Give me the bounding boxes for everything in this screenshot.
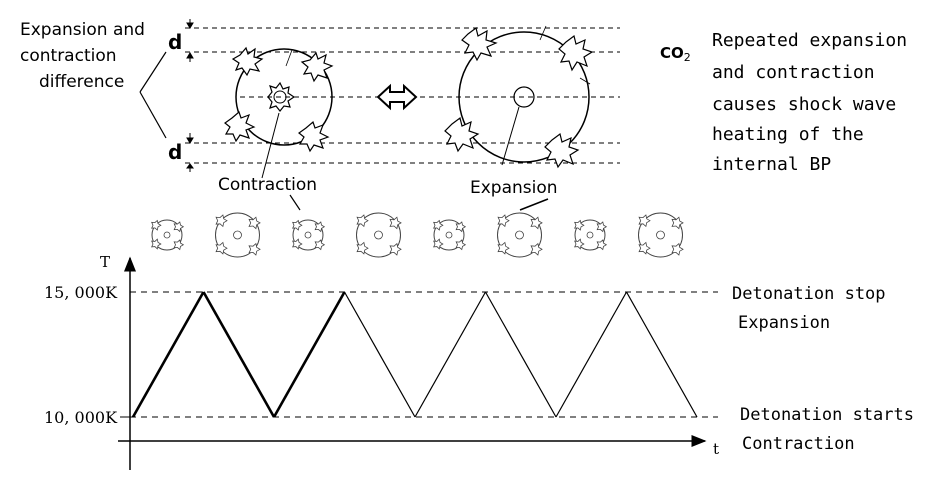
surface-burst-icon bbox=[444, 116, 480, 153]
d-arrows-bottom bbox=[186, 133, 194, 172]
row-bubble-contracted bbox=[292, 219, 326, 251]
co2-label: CO2 bbox=[660, 44, 691, 64]
co2-text: CO bbox=[660, 44, 684, 62]
d-label-bottom: d bbox=[168, 140, 183, 164]
mini-burst-icon bbox=[215, 214, 228, 228]
mini-burst-icon bbox=[671, 216, 684, 230]
series-segment bbox=[484, 291, 557, 418]
mini-burst-icon bbox=[173, 239, 185, 251]
annotation-upper-line1: Detonation stop bbox=[732, 284, 886, 304]
mini-burst-icon bbox=[248, 242, 261, 256]
series-segment bbox=[625, 291, 698, 418]
description-line5: internal BP bbox=[712, 154, 832, 175]
mini-burst-icon bbox=[433, 238, 444, 250]
co2-subscript: 2 bbox=[683, 51, 691, 64]
d-arrows-top bbox=[186, 19, 194, 62]
series-segment bbox=[131, 291, 205, 418]
mini-burst-icon bbox=[151, 238, 162, 250]
expansion-label: Expansion bbox=[470, 178, 558, 198]
contraction-label: Contraction bbox=[218, 175, 318, 195]
expansion-connector bbox=[519, 198, 549, 211]
y-tick-label-lower: 10, 000K bbox=[44, 408, 118, 427]
mini-burst-icon bbox=[389, 216, 402, 230]
mini-burst-icon bbox=[497, 241, 510, 255]
series-segment bbox=[555, 291, 628, 418]
mini-burst-icon bbox=[530, 216, 543, 230]
surface-burst-icon bbox=[224, 110, 256, 143]
row-bubble-contracted bbox=[151, 219, 185, 251]
mini-burst-icon bbox=[638, 214, 651, 228]
diff-label-line2: contraction bbox=[20, 46, 117, 66]
diff-label-line3: difference bbox=[39, 72, 125, 92]
contracted-core-burst-icon bbox=[267, 81, 296, 112]
series-segment bbox=[414, 291, 487, 418]
mini-burst-icon bbox=[248, 216, 261, 230]
diff-bracket bbox=[139, 51, 167, 139]
mini-burst-icon bbox=[314, 239, 326, 251]
double-arrow-icon bbox=[376, 83, 418, 111]
diff-label-line1: Expansion and bbox=[20, 20, 145, 40]
description-line3: causes shock wave bbox=[712, 94, 897, 115]
top-schematic bbox=[139, 19, 620, 179]
annotation-lower-line1: Detonation starts bbox=[740, 405, 914, 425]
series-segment bbox=[202, 291, 276, 418]
surface-burst-icon bbox=[558, 34, 594, 72]
expanded-bubble bbox=[444, 25, 594, 169]
series-temperature bbox=[131, 291, 698, 418]
mini-burst-icon bbox=[574, 238, 585, 250]
annotation-upper-line2: Expansion bbox=[738, 313, 831, 333]
mini-burst-icon bbox=[638, 241, 651, 255]
y-axis-label: T bbox=[100, 253, 111, 271]
mini-burst-icon bbox=[173, 221, 185, 233]
mini-burst-icon bbox=[574, 219, 585, 231]
surface-burst-icon bbox=[231, 46, 264, 77]
surface-burst-icon bbox=[298, 120, 330, 153]
temperature-chart bbox=[118, 256, 718, 470]
mini-burst-icon bbox=[596, 239, 608, 251]
d-label-top: d bbox=[168, 30, 183, 54]
row-bubble-expanded bbox=[497, 212, 543, 258]
annotation-lower-line2: Contraction bbox=[742, 434, 855, 454]
mini-burst-icon bbox=[151, 219, 162, 231]
surface-burst-icon bbox=[300, 51, 334, 83]
series-segment bbox=[343, 291, 416, 418]
mini-burst-icon bbox=[356, 241, 369, 255]
mini-burst-icon bbox=[530, 242, 543, 256]
series-segment bbox=[272, 291, 346, 418]
description-line1: Repeated expansion bbox=[712, 30, 908, 51]
row-bubble-expanded bbox=[356, 212, 402, 258]
row-bubble-contracted bbox=[574, 219, 608, 251]
mini-burst-icon bbox=[389, 242, 402, 256]
mini-burst-icon bbox=[671, 242, 684, 256]
mini-burst-icon bbox=[215, 241, 228, 255]
description-line2: and contraction bbox=[712, 62, 875, 83]
mini-burst-icon bbox=[292, 219, 303, 231]
mini-burst-icon bbox=[497, 214, 510, 228]
mini-burst-icon bbox=[314, 221, 326, 233]
mini-burst-icon bbox=[455, 221, 467, 233]
mini-burst-icon bbox=[455, 239, 467, 251]
mini-burst-icon bbox=[596, 221, 608, 233]
row-bubble-contracted bbox=[433, 219, 467, 251]
contracted-bubble bbox=[224, 46, 334, 179]
cycle-row bbox=[151, 212, 684, 258]
description-line4: heating of the bbox=[712, 124, 864, 145]
row-bubble-expanded bbox=[215, 212, 261, 258]
row-bubble-expanded bbox=[638, 212, 684, 258]
mini-burst-icon bbox=[433, 219, 444, 231]
surface-burst-icon bbox=[544, 132, 580, 169]
x-axis-label: t bbox=[713, 440, 720, 458]
surface-burst-icon bbox=[461, 26, 498, 62]
mini-burst-icon bbox=[356, 214, 369, 228]
mini-burst-icon bbox=[292, 238, 303, 250]
guide-lines bbox=[185, 27, 620, 164]
y-tick-label-upper: 15, 000K bbox=[44, 283, 118, 302]
contraction-connector bbox=[289, 194, 301, 211]
